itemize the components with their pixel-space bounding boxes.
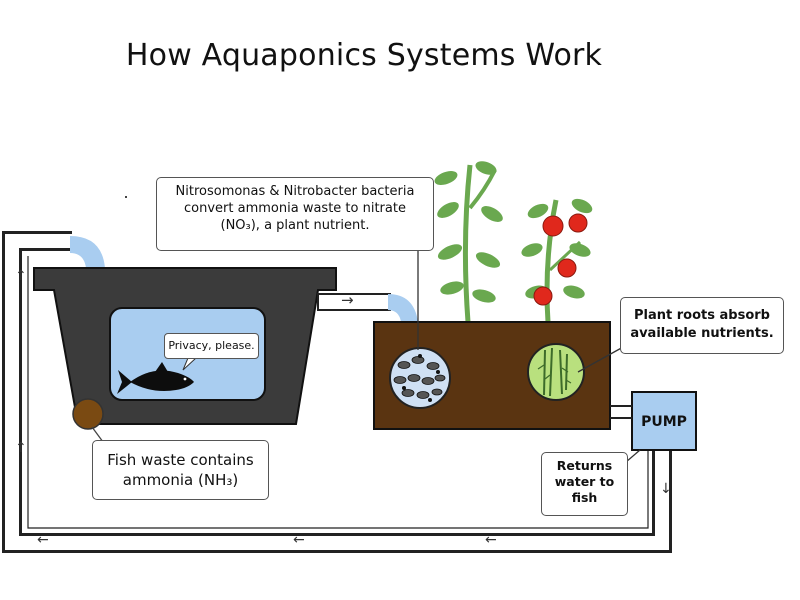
fish [117, 362, 194, 394]
overflow-pipe [317, 293, 418, 322]
callout-line: available nutrients. [630, 326, 774, 341]
page-title: How Aquaponics Systems Work [125, 38, 603, 73]
flow-arrow-left-icon: ← [485, 532, 497, 548]
flow-arrow-right-icon: → [341, 291, 354, 309]
flow-arrow-up-icon: ↑ [15, 268, 27, 284]
callout-returns-water: Returns water to fish [541, 452, 628, 516]
callout-fish-waste: Fish waste contains ammonia (NH₃) [92, 440, 269, 500]
fish-speech-bubble: Privacy, please. [164, 333, 259, 359]
roots-circle [527, 343, 626, 401]
callout-line: (NO₃), a plant nutrient. [220, 218, 370, 233]
callout-line: ammonia (NH₃) [122, 471, 239, 489]
callout-line: Returns [556, 458, 613, 473]
pump-label: PUMP [641, 414, 687, 430]
callout-line: water to [554, 474, 615, 489]
callout-line: Nitrosomonas & Nitrobacter bacteria [175, 184, 415, 199]
fish-waste [72, 398, 104, 430]
callout-line: fish [571, 490, 598, 505]
callout-bacteria: Nitrosomonas & Nitrobacter bacteria conv… [156, 177, 434, 251]
flow-arrow-left-icon: ← [37, 532, 49, 548]
callout-line: Fish waste contains [107, 451, 254, 469]
flow-arrow-left-icon: ← [293, 532, 305, 548]
tomato [533, 286, 553, 306]
tomato [568, 213, 588, 233]
tomato [542, 215, 564, 237]
pump-box [631, 391, 697, 451]
plant-left [434, 161, 503, 323]
bacteria-circle [389, 251, 451, 409]
callout-roots: Plant roots absorb available nutrients. [620, 297, 784, 354]
flow-arrow-down-icon: ↓ [660, 481, 672, 497]
flow-arrow-up-icon: ↑ [15, 440, 27, 456]
stray-dot [125, 196, 127, 198]
water-inflow [70, 236, 105, 268]
plant-tomato [521, 198, 593, 323]
callout-line: convert ammonia waste to nitrate [184, 201, 406, 216]
tomato [557, 258, 577, 278]
callout-line: Plant roots absorb [634, 308, 770, 323]
